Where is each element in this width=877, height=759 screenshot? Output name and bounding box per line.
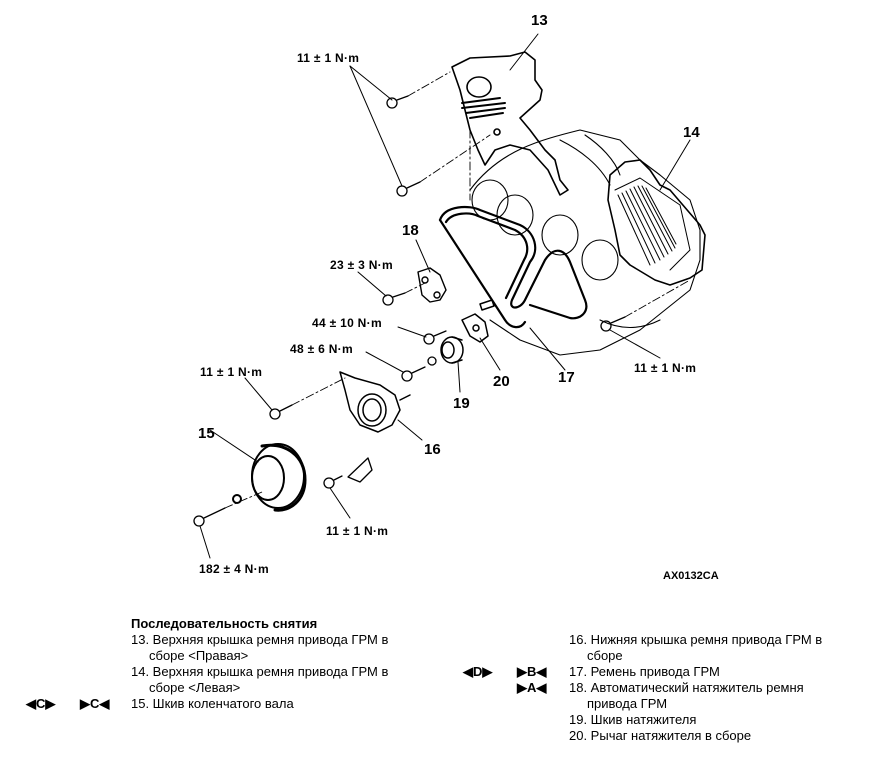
bolt-icon xyxy=(600,316,626,332)
legend-title: Последовательность снятия xyxy=(131,616,318,631)
torque-label-lower-cover: 11 ± 1 N·m xyxy=(200,365,263,379)
torque-label-crankshaft: 182 ± 4 N·m xyxy=(199,562,269,576)
figure-code: AX0132CA xyxy=(663,570,719,582)
bolt-icon xyxy=(423,330,447,345)
torque-label-pulley: 48 ± 6 N·m xyxy=(290,342,353,356)
bolt-icon xyxy=(401,356,437,382)
legend-item-13: 13. Верхняя крышка ремня привода ГРМ в с… xyxy=(131,632,389,663)
legend-item-16: 16. Нижняя крышка ремня привода ГРМ в сб… xyxy=(569,632,823,663)
legend-item-17: 17. Ремень привода ГРМ xyxy=(569,664,720,679)
part-label-15: 15 xyxy=(198,425,215,442)
legend-item-19: 19. Шкив натяжителя xyxy=(569,712,697,727)
mark-item18-remove: ▶A◀ xyxy=(517,680,547,695)
part-label-17: 17 xyxy=(558,369,575,386)
removal-sequence-left: Последовательность снятия 13. Верхняя кр… xyxy=(131,616,431,712)
bolt-icon xyxy=(193,507,226,527)
tensioner-arm xyxy=(461,299,495,343)
bolts xyxy=(193,95,626,527)
leader-lines xyxy=(199,33,691,559)
torque-label-tensioner: 23 ± 3 N·m xyxy=(330,258,393,272)
part-label-16: 16 xyxy=(424,441,441,458)
auto-tensioner xyxy=(417,267,447,303)
lower-cover xyxy=(339,371,411,433)
small-bracket xyxy=(347,457,373,483)
legend-item-20: 20. Рычаг натяжителя в сборе xyxy=(569,728,752,743)
timing-belt-exploded-diagram xyxy=(193,33,706,559)
removal-sequence-right: 16. Нижняя крышка ремня привода ГРМ в сб… xyxy=(569,632,869,744)
assembly-lines xyxy=(224,71,691,509)
crankshaft-pulley xyxy=(232,443,307,512)
tensioner-pulley xyxy=(440,336,464,364)
bolt-icon xyxy=(396,181,421,197)
torque-label-right: 11 ± 1 N·m xyxy=(634,361,697,375)
legend-item-18: 18. Автоматический натяжитель ремня прив… xyxy=(569,680,804,711)
mark-item17-install: ◀D▶ xyxy=(463,664,493,679)
mark-item17-remove: ▶B◀ xyxy=(517,664,547,679)
bolt-icon xyxy=(323,475,343,489)
torque-label-arm: 44 ± 10 N·m xyxy=(312,316,382,330)
upper-cover-right xyxy=(451,51,569,196)
bolt-icon xyxy=(382,292,406,306)
legend-item-15: 15. Шкив коленчатого вала xyxy=(131,696,294,711)
bolt-icon xyxy=(386,95,409,109)
timing-belt xyxy=(438,205,588,329)
part-label-14: 14 xyxy=(683,124,700,141)
part-label-20: 20 xyxy=(493,373,510,390)
upper-cover-left xyxy=(607,159,706,286)
part-label-19: 19 xyxy=(453,395,470,412)
engine-block xyxy=(469,129,701,356)
mark-item15-install: ◀C▶ xyxy=(26,696,56,711)
mark-item15-remove: ▶C◀ xyxy=(80,696,110,711)
legend-item-14: 14. Верхняя крышка ремня привода ГРМ в с… xyxy=(131,664,389,695)
torque-label-top: 11 ± 1 N·m xyxy=(297,51,360,65)
torque-label-lower-bracket: 11 ± 1 N·m xyxy=(326,524,389,538)
part-label-18: 18 xyxy=(402,222,419,239)
bolt-icon xyxy=(269,404,293,420)
part-label-13: 13 xyxy=(531,12,548,29)
